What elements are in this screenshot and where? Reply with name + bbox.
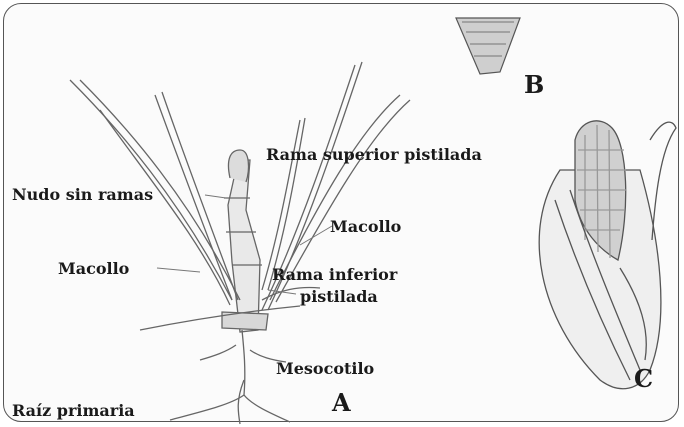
tassel-drawing-b <box>456 18 520 74</box>
root-2 <box>244 395 290 422</box>
husk-leaf <box>650 122 676 240</box>
panel-label-a: A <box>332 390 351 416</box>
main-stem <box>228 160 260 332</box>
label-nudo-sin-ramas: Nudo sin ramas <box>12 186 153 204</box>
label-mesocotilo: Mesocotilo <box>276 360 374 378</box>
label-macollo-right: Macollo <box>330 218 401 236</box>
panel-label-c: C <box>634 366 653 392</box>
label-rama-inferior-line1: Rama inferior <box>272 266 397 284</box>
label-raiz-primaria: Raíz primaria <box>12 402 135 420</box>
root-3 <box>238 380 244 424</box>
ear-drawing-c <box>539 121 676 389</box>
root-1 <box>170 395 244 420</box>
label-macollo-left: Macollo <box>58 260 129 278</box>
label-rama-superior: Rama superior pistilada <box>266 146 482 164</box>
label-rama-inferior-line2: pistilada <box>300 288 378 306</box>
panel-label-b: B <box>524 72 544 98</box>
cross-leaf <box>140 306 300 330</box>
stem-tip <box>228 150 248 182</box>
